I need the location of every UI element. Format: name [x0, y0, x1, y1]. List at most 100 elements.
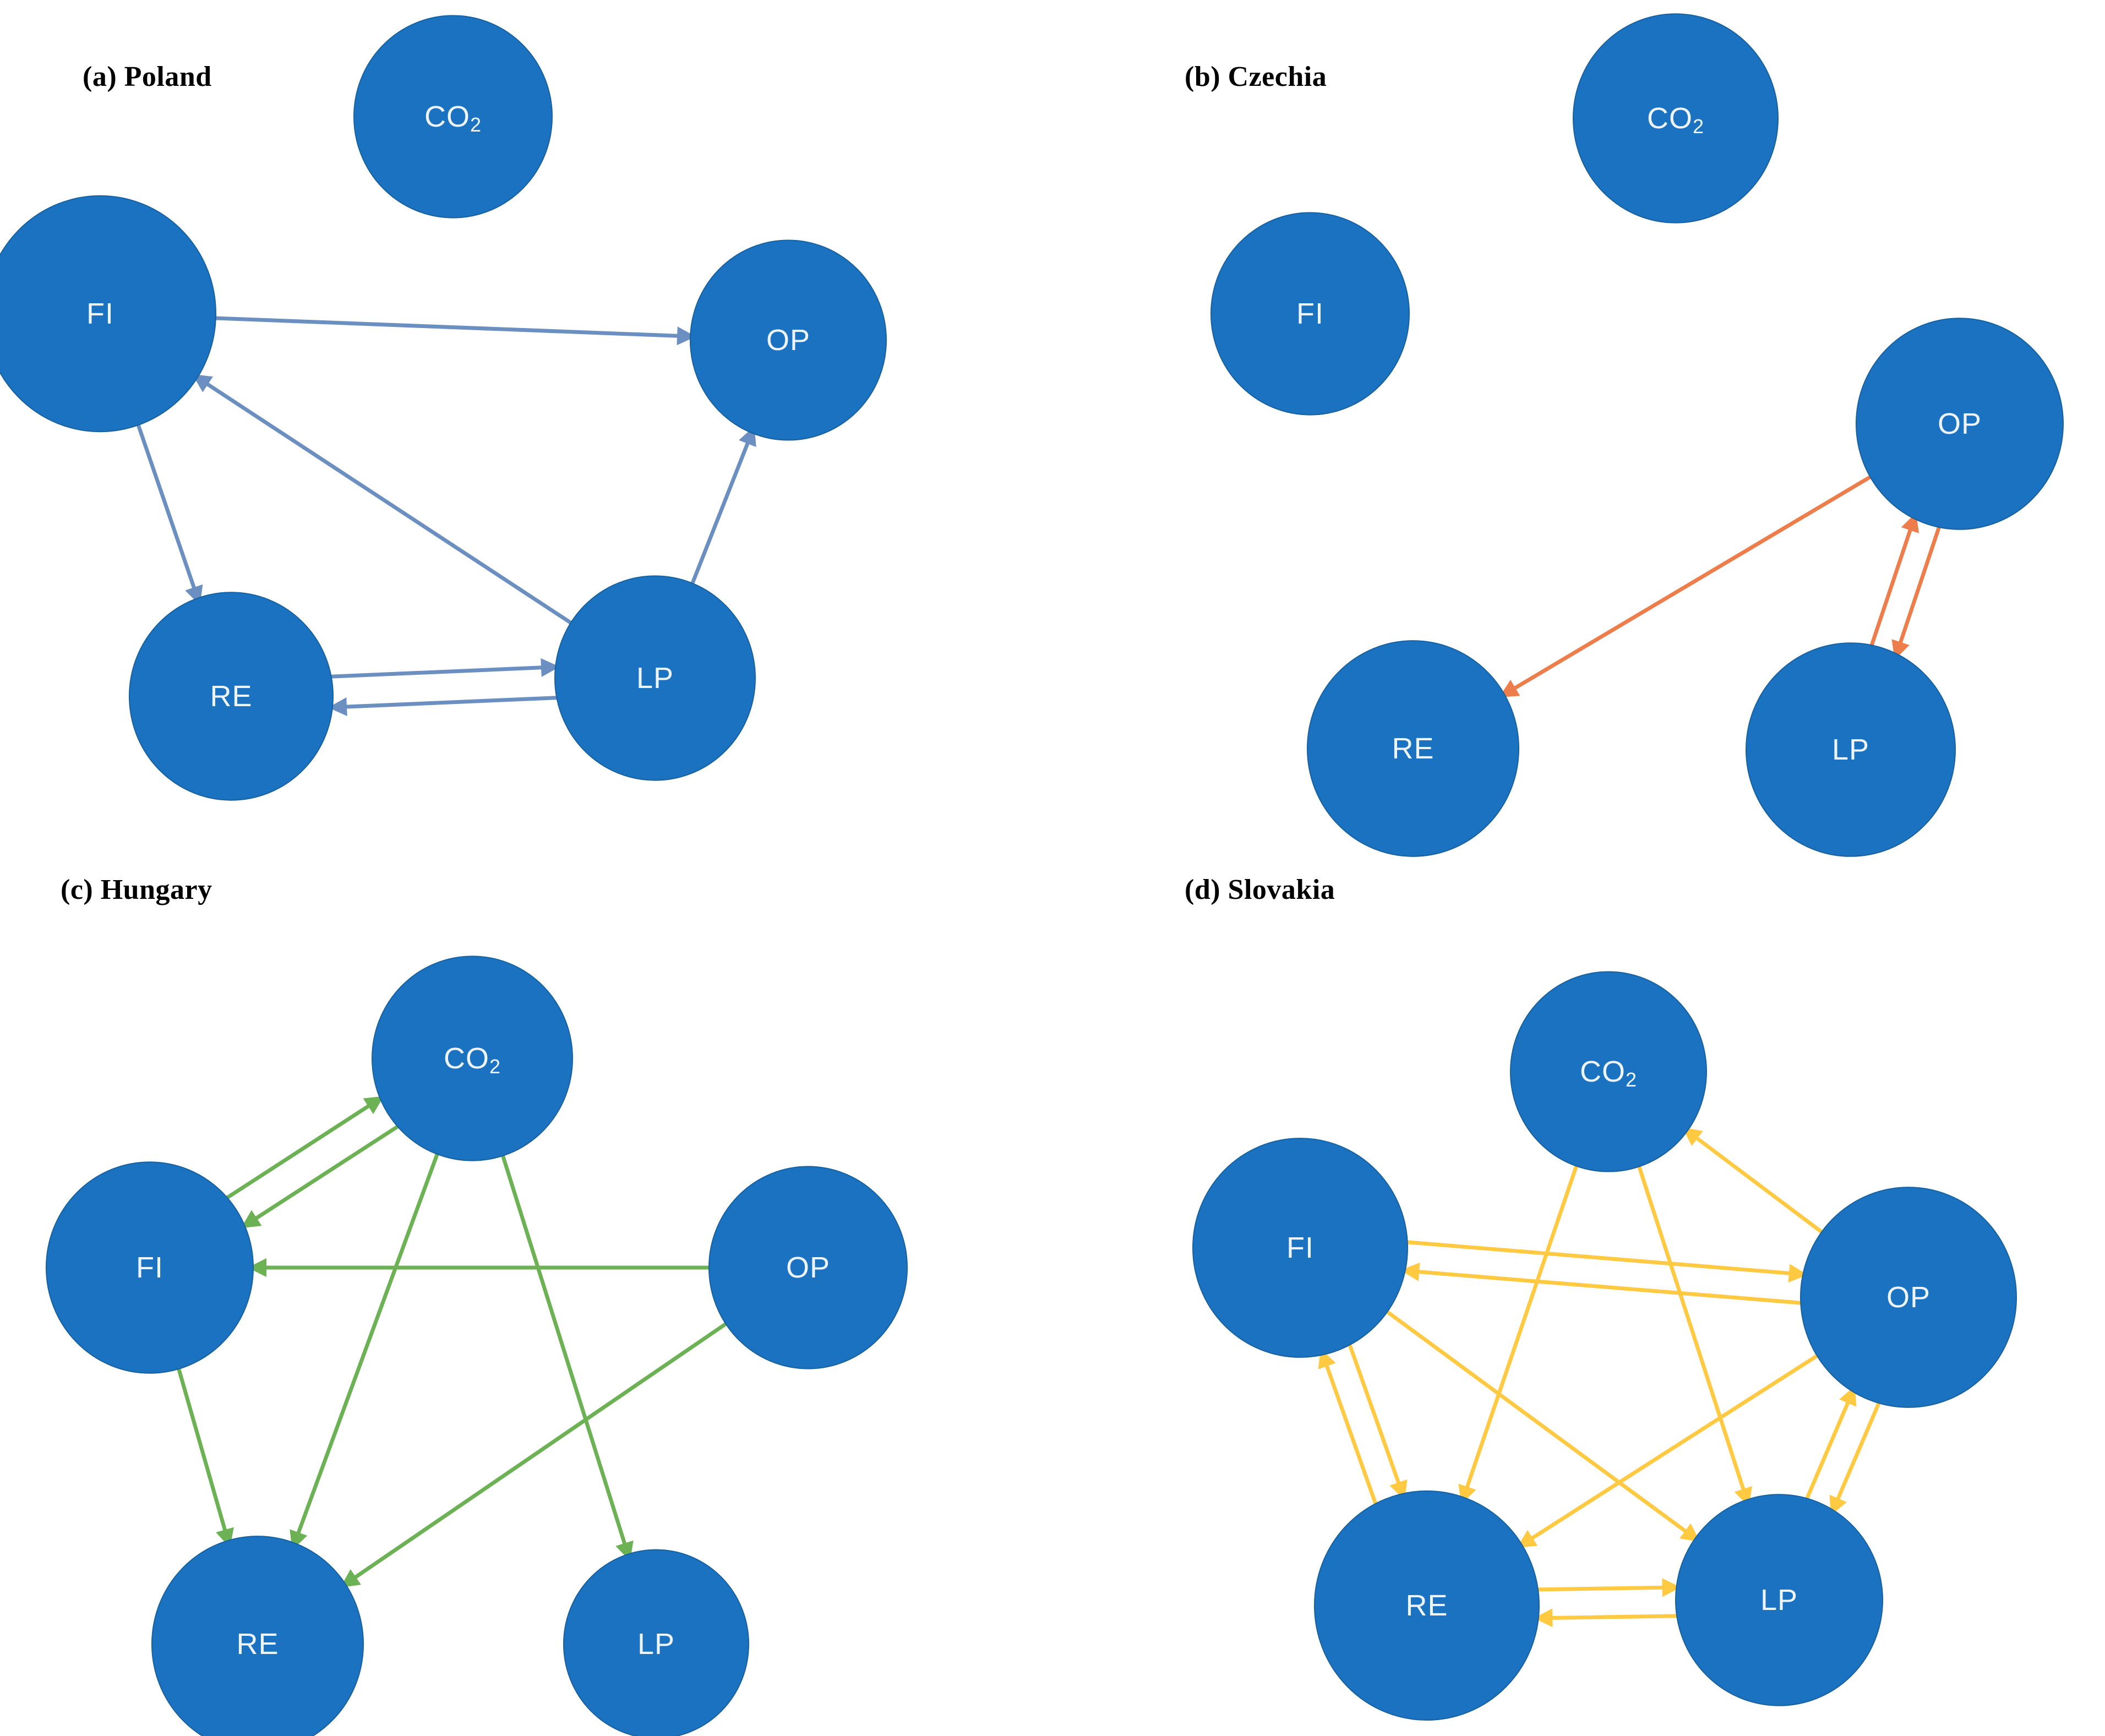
edge-lp-to-op	[689, 425, 756, 588]
node-circle[interactable]	[1675, 1494, 1883, 1706]
node-op[interactable]: OP	[708, 1166, 908, 1369]
edge-shaft	[1893, 523, 1942, 661]
node-co2[interactable]: CO2	[372, 956, 573, 1161]
node-circle[interactable]	[1800, 1187, 2017, 1408]
node-re[interactable]: RE	[1307, 640, 1519, 857]
arrowhead-icon	[1400, 1262, 1420, 1281]
edge-co2-to-lp	[499, 1151, 634, 1562]
edge-op-to-lp	[1891, 523, 1942, 661]
node-circle[interactable]	[554, 575, 756, 781]
node-fi[interactable]: FI	[0, 195, 216, 433]
node-op[interactable]: OP	[1856, 318, 2064, 530]
edge-shaft	[1459, 1161, 1580, 1505]
edge-op-to-re	[1498, 473, 1874, 700]
node-label: OP	[766, 324, 810, 357]
edge-shaft	[339, 1320, 729, 1590]
arrowhead-icon	[340, 1569, 361, 1588]
edge-re-to-fi	[1318, 1347, 1379, 1508]
node-circle[interactable]	[1746, 642, 1956, 857]
node-label: LP	[1760, 1584, 1798, 1617]
edge-shaft	[191, 372, 575, 626]
arrowhead-icon	[248, 1258, 266, 1277]
node-circle[interactable]	[1573, 13, 1779, 223]
edge-op-to-fi	[248, 1258, 711, 1277]
node-co2[interactable]: CO2	[1510, 971, 1707, 1172]
node-re[interactable]: RE	[151, 1536, 364, 1736]
edge-layer	[1498, 473, 1942, 700]
edge-shaft	[1383, 1308, 1702, 1544]
node-circle[interactable]	[1314, 1490, 1540, 1721]
arrowhead-icon	[363, 1096, 384, 1115]
edge-shaft	[1536, 1585, 1681, 1592]
edge-shaft	[1804, 1385, 1857, 1502]
edge-co2-to-lp	[1636, 1162, 1753, 1508]
node-label: RE	[1405, 1589, 1448, 1622]
node-circle[interactable]	[46, 1161, 254, 1374]
node-lp[interactable]: LP	[563, 1549, 749, 1736]
edge-shaft	[239, 1124, 400, 1230]
node-op[interactable]: OP	[690, 239, 887, 441]
node-co2[interactable]: CO2	[353, 15, 553, 219]
edge-layer	[176, 1094, 729, 1590]
node-circle[interactable]	[129, 592, 334, 801]
node-lp[interactable]: LP	[1675, 1494, 1883, 1706]
node-label: FI	[136, 1251, 163, 1284]
arrowhead-icon	[1788, 1264, 1808, 1283]
node-circle[interactable]	[151, 1536, 364, 1736]
node-fi[interactable]: FI	[46, 1161, 254, 1374]
node-label: LP	[637, 1628, 675, 1661]
panel-title-slovakia: (d) Slovakia	[1185, 874, 1335, 905]
node-label: CO2	[444, 1042, 501, 1078]
node-fi[interactable]: FI	[1192, 1138, 1408, 1358]
node-label: OP	[1938, 407, 1982, 440]
node-label: FI	[1296, 297, 1324, 330]
edge-shaft	[1346, 1341, 1407, 1501]
node-circle[interactable]	[1856, 318, 2064, 530]
edge-lp-to-fi	[191, 372, 575, 626]
node-circle[interactable]	[1210, 212, 1410, 416]
arrowhead-icon	[1499, 680, 1520, 698]
node-label: CO2	[424, 100, 482, 136]
node-re[interactable]: RE	[1314, 1490, 1540, 1721]
edge-layer	[135, 316, 756, 717]
arrowhead-icon	[192, 374, 213, 392]
edge-shaft	[330, 664, 560, 679]
node-fi[interactable]: FI	[1210, 212, 1410, 416]
node-label: FI	[1286, 1231, 1314, 1264]
node-label: RE	[210, 680, 252, 713]
node-circle[interactable]	[1192, 1138, 1408, 1358]
panel-title-czechia: (b) Czechia	[1185, 61, 1327, 92]
edge-fi-to-re	[176, 1364, 234, 1549]
node-circle[interactable]	[353, 15, 553, 219]
node-circle[interactable]	[690, 239, 887, 441]
node-lp[interactable]: LP	[1746, 642, 1956, 857]
edge-shaft	[1681, 1126, 1825, 1236]
node-re[interactable]: RE	[129, 592, 334, 801]
node-label: FI	[86, 297, 114, 330]
node-label: RE	[1392, 732, 1434, 765]
edge-shaft	[1534, 1614, 1678, 1620]
edge-shaft	[1636, 1162, 1751, 1508]
edge-shaft	[1400, 1268, 1802, 1305]
edge-shaft	[1406, 1240, 1808, 1277]
node-op[interactable]: OP	[1800, 1187, 2017, 1408]
node-circle[interactable]	[0, 195, 216, 433]
node-circle[interactable]	[708, 1166, 908, 1369]
node-circle[interactable]	[372, 956, 573, 1161]
edge-co2-to-fi	[239, 1124, 400, 1230]
node-lp[interactable]: LP	[554, 575, 756, 781]
node-circle[interactable]	[1307, 640, 1519, 857]
node-co2[interactable]: CO2	[1573, 13, 1779, 223]
node-circle[interactable]	[563, 1549, 749, 1736]
edge-shaft	[135, 420, 202, 606]
edge-shaft	[225, 1094, 385, 1200]
edge-shaft	[1868, 512, 1918, 649]
edge-shaft	[1318, 1347, 1379, 1508]
arrowhead-icon	[241, 1210, 262, 1229]
node-circle[interactable]	[1510, 971, 1707, 1172]
